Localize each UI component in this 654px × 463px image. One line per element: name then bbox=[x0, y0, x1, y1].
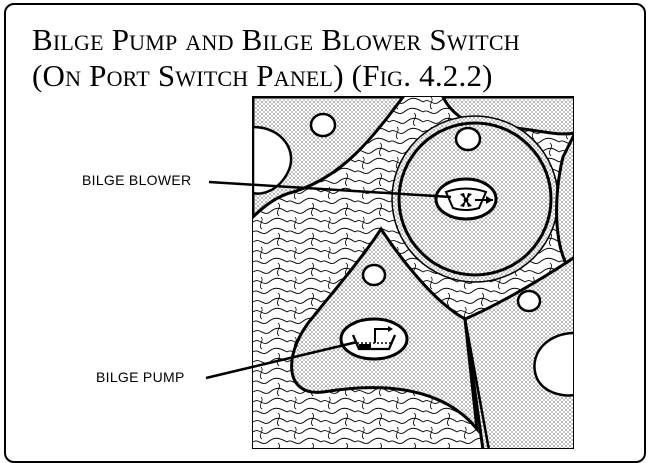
blower-leader bbox=[209, 182, 451, 197]
bilge-pump-label: BILGE PUMP bbox=[96, 369, 185, 385]
pump-leader bbox=[206, 342, 357, 378]
bilge-blower-label: BILGE BLOWER bbox=[82, 172, 191, 188]
